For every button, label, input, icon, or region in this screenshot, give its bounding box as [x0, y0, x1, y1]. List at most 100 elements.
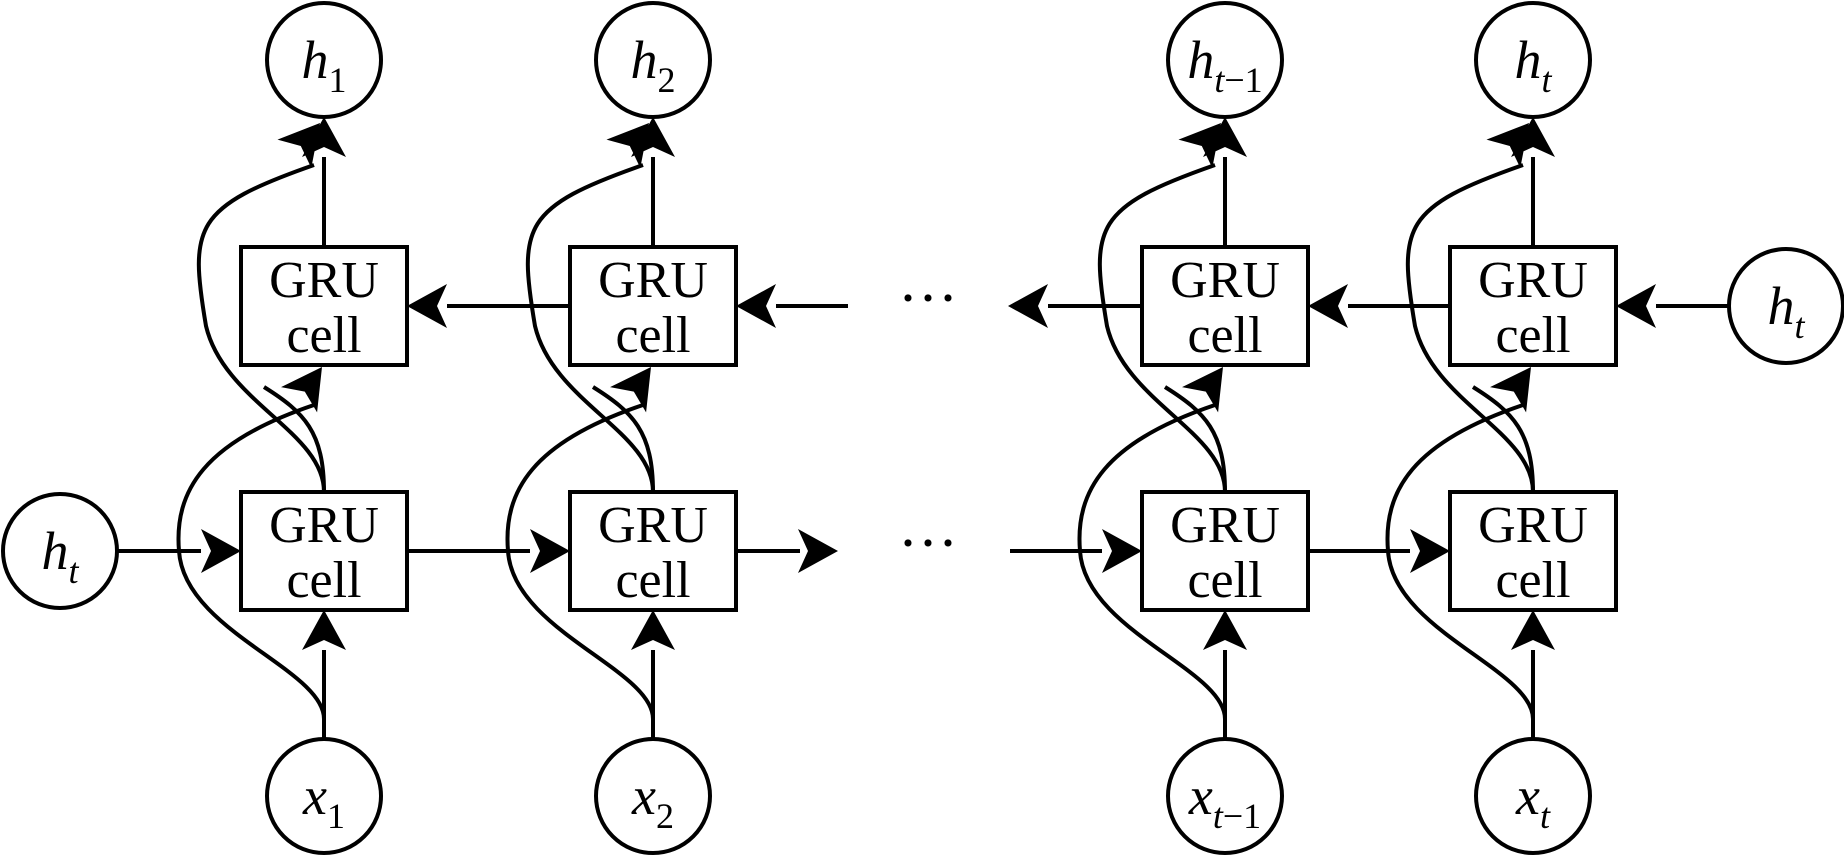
node-label-sub: −1 — [1223, 796, 1261, 836]
node-label-sub-italic: t — [68, 551, 79, 591]
node-circle — [1727, 247, 1844, 365]
backward-chain-arrow-icon — [1616, 284, 1656, 328]
node-label-main: h — [631, 30, 658, 90]
forward-initial-state-node: ht — [1, 492, 119, 610]
forward-bypass-arrow-icon — [1178, 123, 1221, 168]
forward-bypass-wire — [525, 163, 655, 493]
input-node: xt−1 — [1166, 737, 1284, 855]
node-label-sub: 1 — [327, 796, 345, 836]
forward-chain-arrow-icon — [530, 529, 570, 573]
forward-to-output-wire — [1471, 385, 1535, 493]
cell-label-line1: GRU — [1478, 252, 1588, 309]
node-circle — [1, 492, 119, 610]
node-label-sub-italic: t — [1213, 796, 1224, 836]
forward-bypass-arrow-icon — [1486, 123, 1529, 168]
cell-label-line2: cell — [615, 552, 690, 609]
node-circle — [594, 1, 712, 119]
backward-chain-arrow-icon — [736, 284, 776, 328]
node-label-sub-italic: t — [1540, 796, 1551, 836]
output-node: ht−1 — [1166, 1, 1284, 119]
node-label-sub-italic: t — [1541, 60, 1552, 100]
input-arrow-icon — [1203, 610, 1247, 650]
forward-to-output-wire — [591, 385, 655, 493]
node-label-sub: 2 — [656, 796, 674, 836]
node-circle — [1166, 737, 1284, 855]
gru-cells: GRUcellGRUcellGRUcellGRUcellGRUcellGRUce… — [239, 245, 1618, 612]
node-circle — [265, 1, 383, 119]
node-label: ht−1 — [1187, 30, 1262, 100]
node-label-main: h — [41, 521, 68, 581]
node-label: ht — [1767, 276, 1805, 346]
cell-box-frame — [1140, 245, 1310, 367]
output-node: h2 — [594, 1, 712, 119]
cell-box-frame — [239, 490, 409, 612]
cell-box-frame — [568, 245, 738, 367]
cell-box-frame — [568, 490, 738, 612]
ellipsis-backward: ··· — [898, 265, 958, 331]
node-circle — [1474, 737, 1592, 855]
cell-label-line1: GRU — [1478, 497, 1588, 554]
cell-label-line1: GRU — [1170, 497, 1280, 554]
connections — [117, 117, 1729, 739]
node-label-main: h — [302, 30, 329, 90]
cell-label-line1: GRU — [598, 497, 708, 554]
cell-box-frame — [1448, 490, 1618, 612]
input-arrow-icon — [1511, 610, 1555, 650]
output-node: ht — [1474, 1, 1592, 119]
input-to-backward-arrow-icon — [1182, 367, 1223, 413]
forward-bypass-wire — [1405, 163, 1535, 493]
output-node: h1 — [265, 1, 383, 119]
node-label: xt−1 — [1188, 766, 1261, 836]
input-to-backward-arrow-icon — [610, 367, 651, 413]
node-label-main: x — [631, 766, 656, 826]
node-label-main: h — [1767, 276, 1794, 336]
node-label-main: x — [302, 766, 327, 826]
node-circle — [1474, 1, 1592, 119]
forward-chain-arrow-icon — [201, 529, 241, 573]
cell-label-line2: cell — [1187, 307, 1262, 364]
input-node: xt — [1474, 737, 1592, 855]
input-to-backward-arrow-icon — [281, 367, 322, 413]
input-to-backward-arrow-icon — [1490, 367, 1531, 413]
backward-chain-arrow-icon — [407, 284, 447, 328]
node-circle — [1166, 1, 1284, 119]
input-arrow-icon — [631, 610, 675, 650]
node-label-sub: 2 — [658, 60, 676, 100]
cell-label-line1: GRU — [598, 252, 708, 309]
forward-bypass-arrow-icon — [606, 123, 649, 168]
cell-label-line1: GRU — [269, 497, 379, 554]
cell-label-line2: cell — [1495, 307, 1570, 364]
node-label-sub: 1 — [329, 60, 347, 100]
cell-label-line2: cell — [1495, 552, 1570, 609]
node-label: h1 — [302, 30, 347, 100]
forward-bypass-wire — [1097, 163, 1227, 493]
backward-chain-arrow-icon — [1308, 284, 1348, 328]
forward-chain-arrow-icon — [798, 529, 838, 573]
input-node: x1 — [265, 737, 383, 855]
node-label: x1 — [302, 766, 345, 836]
node-label-main: h — [1514, 30, 1541, 90]
node-circle — [594, 737, 712, 855]
node-label-sub: −1 — [1224, 60, 1262, 100]
cell-label-line2: cell — [615, 307, 690, 364]
forward-chain-arrow-icon — [1102, 529, 1142, 573]
node-label: xt — [1515, 766, 1551, 836]
cell-label-line2: cell — [286, 552, 361, 609]
cell-label-line1: GRU — [1170, 252, 1280, 309]
cell-label-line2: cell — [1187, 552, 1262, 609]
backward-chain-arrow-icon — [1008, 284, 1048, 328]
cell-box-frame — [1140, 490, 1310, 612]
input-node: x2 — [594, 737, 712, 855]
node-label-main: h — [1187, 30, 1214, 90]
ellipsis-forward: ··· — [898, 510, 958, 576]
node-label-main: x — [1188, 766, 1213, 826]
forward-to-output-wire — [262, 385, 326, 493]
